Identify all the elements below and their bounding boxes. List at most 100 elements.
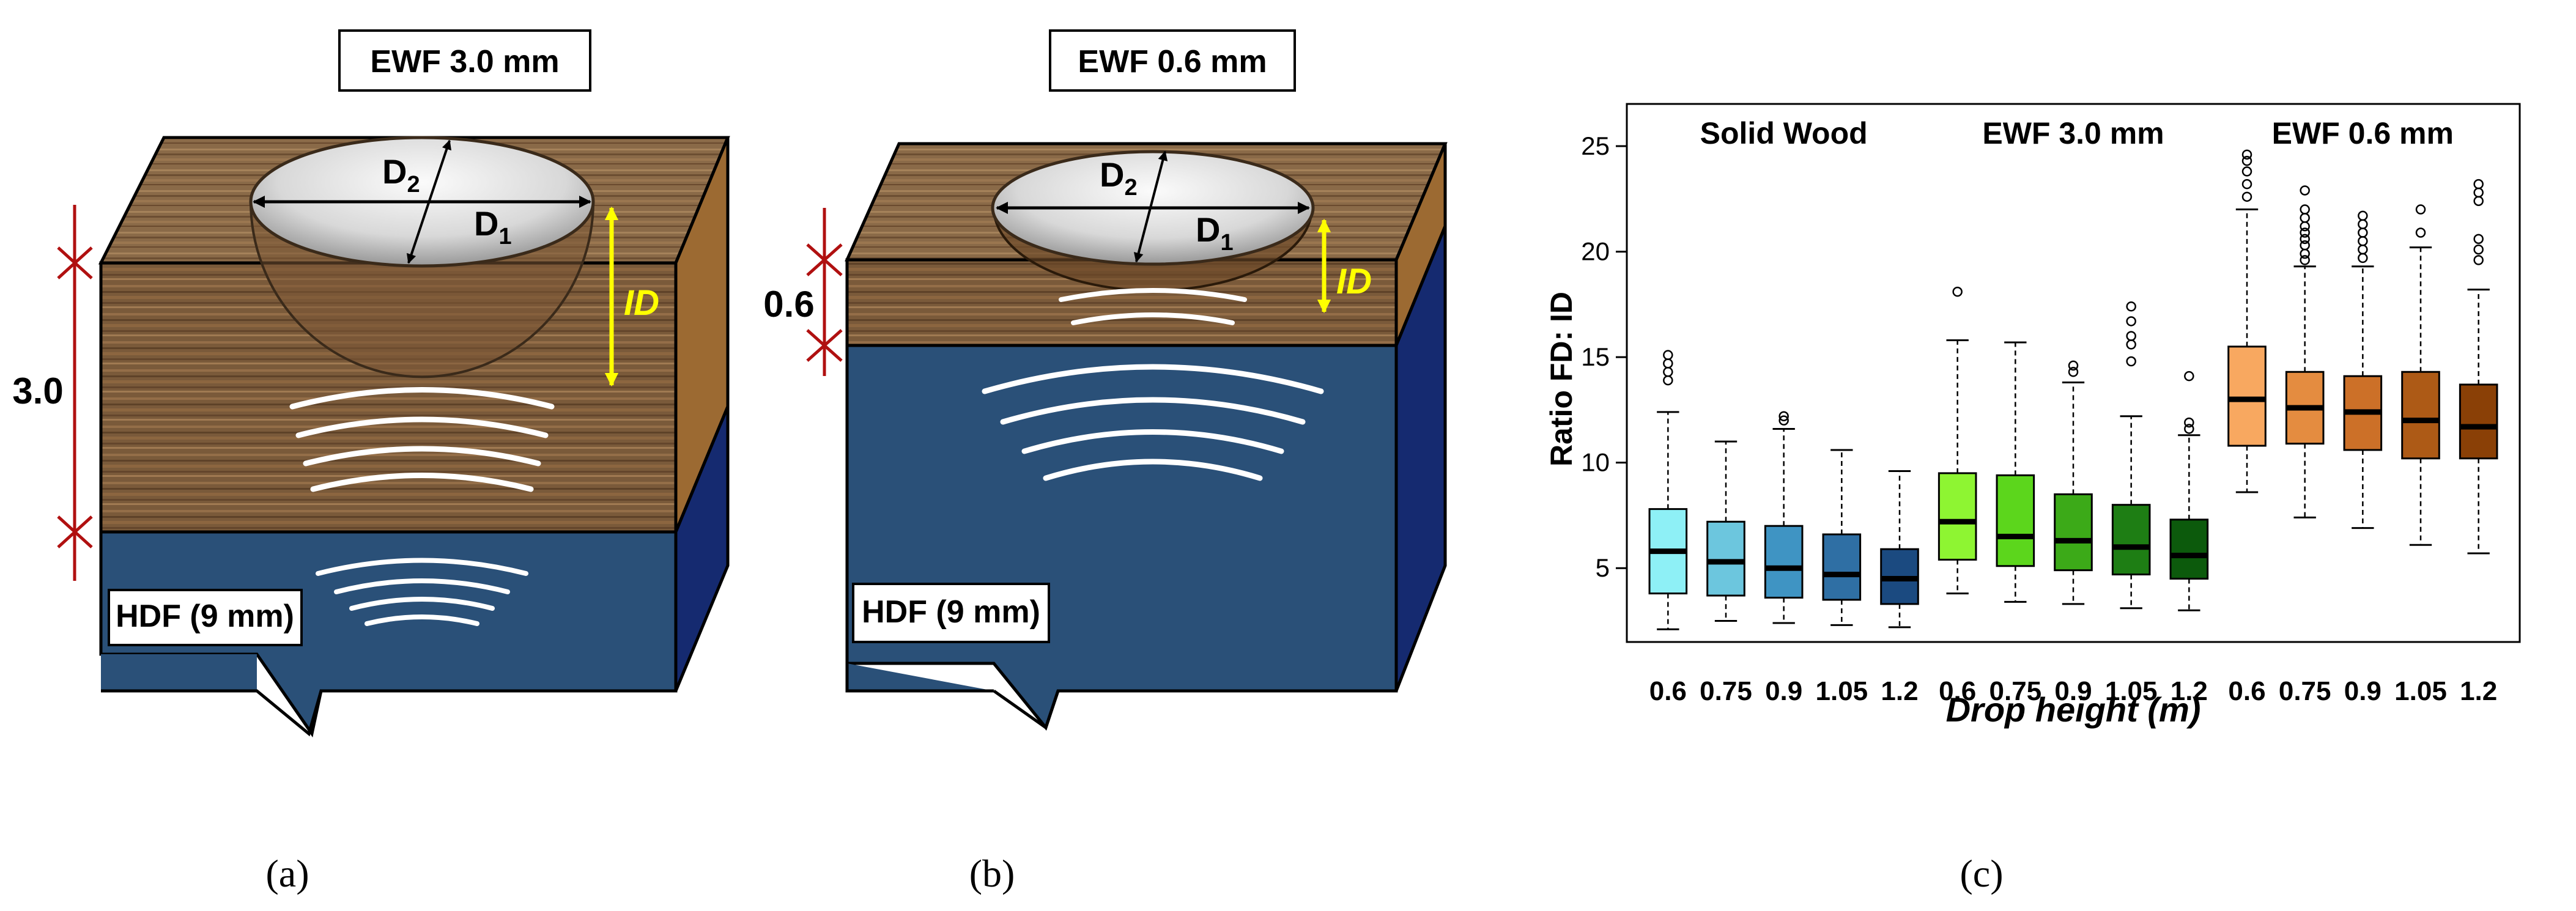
iqr-box <box>2227 345 2267 447</box>
outlier-point <box>2300 185 2310 196</box>
box-1-0.6 <box>1648 350 1688 630</box>
panel-a-title: EWF 3.0 mm <box>370 44 559 79</box>
iqr-box <box>2459 383 2498 460</box>
panel-a-wood-waves <box>289 387 555 492</box>
iqr-box <box>2401 371 2440 460</box>
box-plot-boxes <box>1648 149 2498 630</box>
panel-a-thickness-label: 3.0 <box>12 371 63 411</box>
outlier-point <box>2068 360 2079 371</box>
box-2-0.75 <box>1996 341 2035 603</box>
x-tick-label: 0.75 <box>1989 676 2042 706</box>
y-tick-label: 10 <box>1581 448 1610 477</box>
outlier-point <box>2300 204 2310 215</box>
box-3-0.6 <box>2227 149 2267 493</box>
group-label: Solid Wood <box>1700 116 1868 150</box>
outlier-point <box>2126 331 2136 341</box>
outlier-point <box>2415 204 2426 215</box>
panel-b-wood-waves <box>1059 288 1247 325</box>
box-2-0.6 <box>1938 286 1977 595</box>
outlier-point <box>1952 286 1963 297</box>
iqr-box <box>2169 518 2209 580</box>
x-tick-label: 1.2 <box>1881 676 1918 706</box>
outlier-point <box>2241 166 2252 177</box>
group-label: EWF 3.0 mm <box>1982 116 2164 150</box>
panel-a-d2-label: D2 <box>382 152 420 197</box>
iqr-box <box>1938 472 1977 561</box>
outlier-point <box>2473 196 2484 206</box>
panel-a-title-box <box>338 29 591 92</box>
x-tick-label: 0.75 <box>2279 676 2331 706</box>
outlier-point <box>2184 417 2194 428</box>
x-tick-label: 1.2 <box>2171 676 2208 706</box>
box-1-0.9 <box>1764 411 1804 624</box>
outlier-point <box>2300 213 2310 223</box>
panel-b-id-label: ID <box>1336 262 1372 301</box>
panel-b-d2-label: D2 <box>1100 155 1138 201</box>
panel-a-hdf-label-box <box>108 589 303 646</box>
panel-b: EWF 0.6 mm D2 D1 ID <box>763 29 1448 895</box>
panel-a-caption: (a) <box>265 852 309 895</box>
outlier-point <box>2300 255 2310 265</box>
box-1-1.2 <box>1880 470 1919 629</box>
outlier-point <box>2300 248 2310 259</box>
x-tick-label: 0.9 <box>2054 676 2092 706</box>
outlier-point <box>2300 240 2310 251</box>
panel-a: EWF 3.0 mm D2 D1 ID <box>12 29 730 895</box>
outlier-point <box>1663 350 1673 360</box>
iqr-box <box>1996 474 2035 567</box>
panel-a-hdf-waves <box>316 558 528 626</box>
outlier-point <box>2473 255 2484 265</box>
outlier-point <box>2300 234 2310 245</box>
y-tick-label: 15 <box>1581 342 1610 371</box>
box-1-1.05 <box>1822 449 1862 626</box>
iqr-box <box>1822 533 1862 601</box>
outlier-point <box>2300 227 2310 238</box>
box-2-1.05 <box>2111 301 2151 610</box>
panel-a-d2-arrow <box>406 139 452 264</box>
outlier-point <box>2358 227 2368 238</box>
outlier-point <box>2184 371 2194 382</box>
x-tick-label: 0.6 <box>2228 676 2265 706</box>
outlier-point <box>2473 234 2484 245</box>
x-tick-label: 0.75 <box>1700 676 1752 706</box>
x-tick-label: 0.6 <box>1649 676 1687 706</box>
x-axis-label: Drop height (m) <box>1946 690 2201 729</box>
panel-a-hdf-label: HDF (9 mm) <box>116 599 294 634</box>
panel-b-thickness-label: 0.6 <box>763 284 814 325</box>
x-tick-label: 0.9 <box>2344 676 2382 706</box>
panel-b-hdf-label: HDF (9 mm) <box>862 594 1040 630</box>
box-3-0.75 <box>2285 185 2325 518</box>
y-tick-label: 20 <box>1581 237 1610 266</box>
outlier-point <box>1663 367 1673 377</box>
panel-b-hdf-waves <box>982 364 1324 481</box>
outlier-point <box>1663 375 1673 386</box>
box-1-0.75 <box>1706 440 1745 622</box>
outlier-point <box>2473 179 2484 190</box>
panel-a-d1-label: D1 <box>474 204 512 249</box>
outlier-point <box>2473 187 2484 198</box>
outlier-point <box>2300 221 2310 232</box>
outlier-point <box>1663 358 1673 369</box>
outlier-point <box>2358 244 2368 255</box>
outlier-point <box>2241 179 2252 190</box>
panel-b-title-box <box>1049 29 1296 92</box>
outlier-point <box>2126 301 2136 312</box>
panel-b-title: EWF 0.6 mm <box>1078 44 1267 79</box>
iqr-box <box>1764 525 1804 599</box>
panel-b-d1-label: D1 <box>1196 210 1234 256</box>
outlier-point <box>2184 424 2194 434</box>
box-3-1.05 <box>2401 204 2440 546</box>
outlier-point <box>1778 411 1789 421</box>
outlier-point <box>1778 415 1789 426</box>
outlier-point <box>2241 191 2252 202</box>
box-3-0.9 <box>2343 210 2383 529</box>
y-axis-label: Ratio FD: ID <box>1544 292 1579 467</box>
outlier-point <box>2126 316 2136 326</box>
iqr-box <box>1706 520 1745 597</box>
box-plot-group-labels: Solid Wood EWF 3.0 mm EWF 0.6 mm <box>1700 116 2454 150</box>
x-tick-label: 0.9 <box>1765 676 1802 706</box>
group-label: EWF 0.6 mm <box>2272 116 2454 150</box>
panel-a-id-label: ID <box>624 283 659 323</box>
